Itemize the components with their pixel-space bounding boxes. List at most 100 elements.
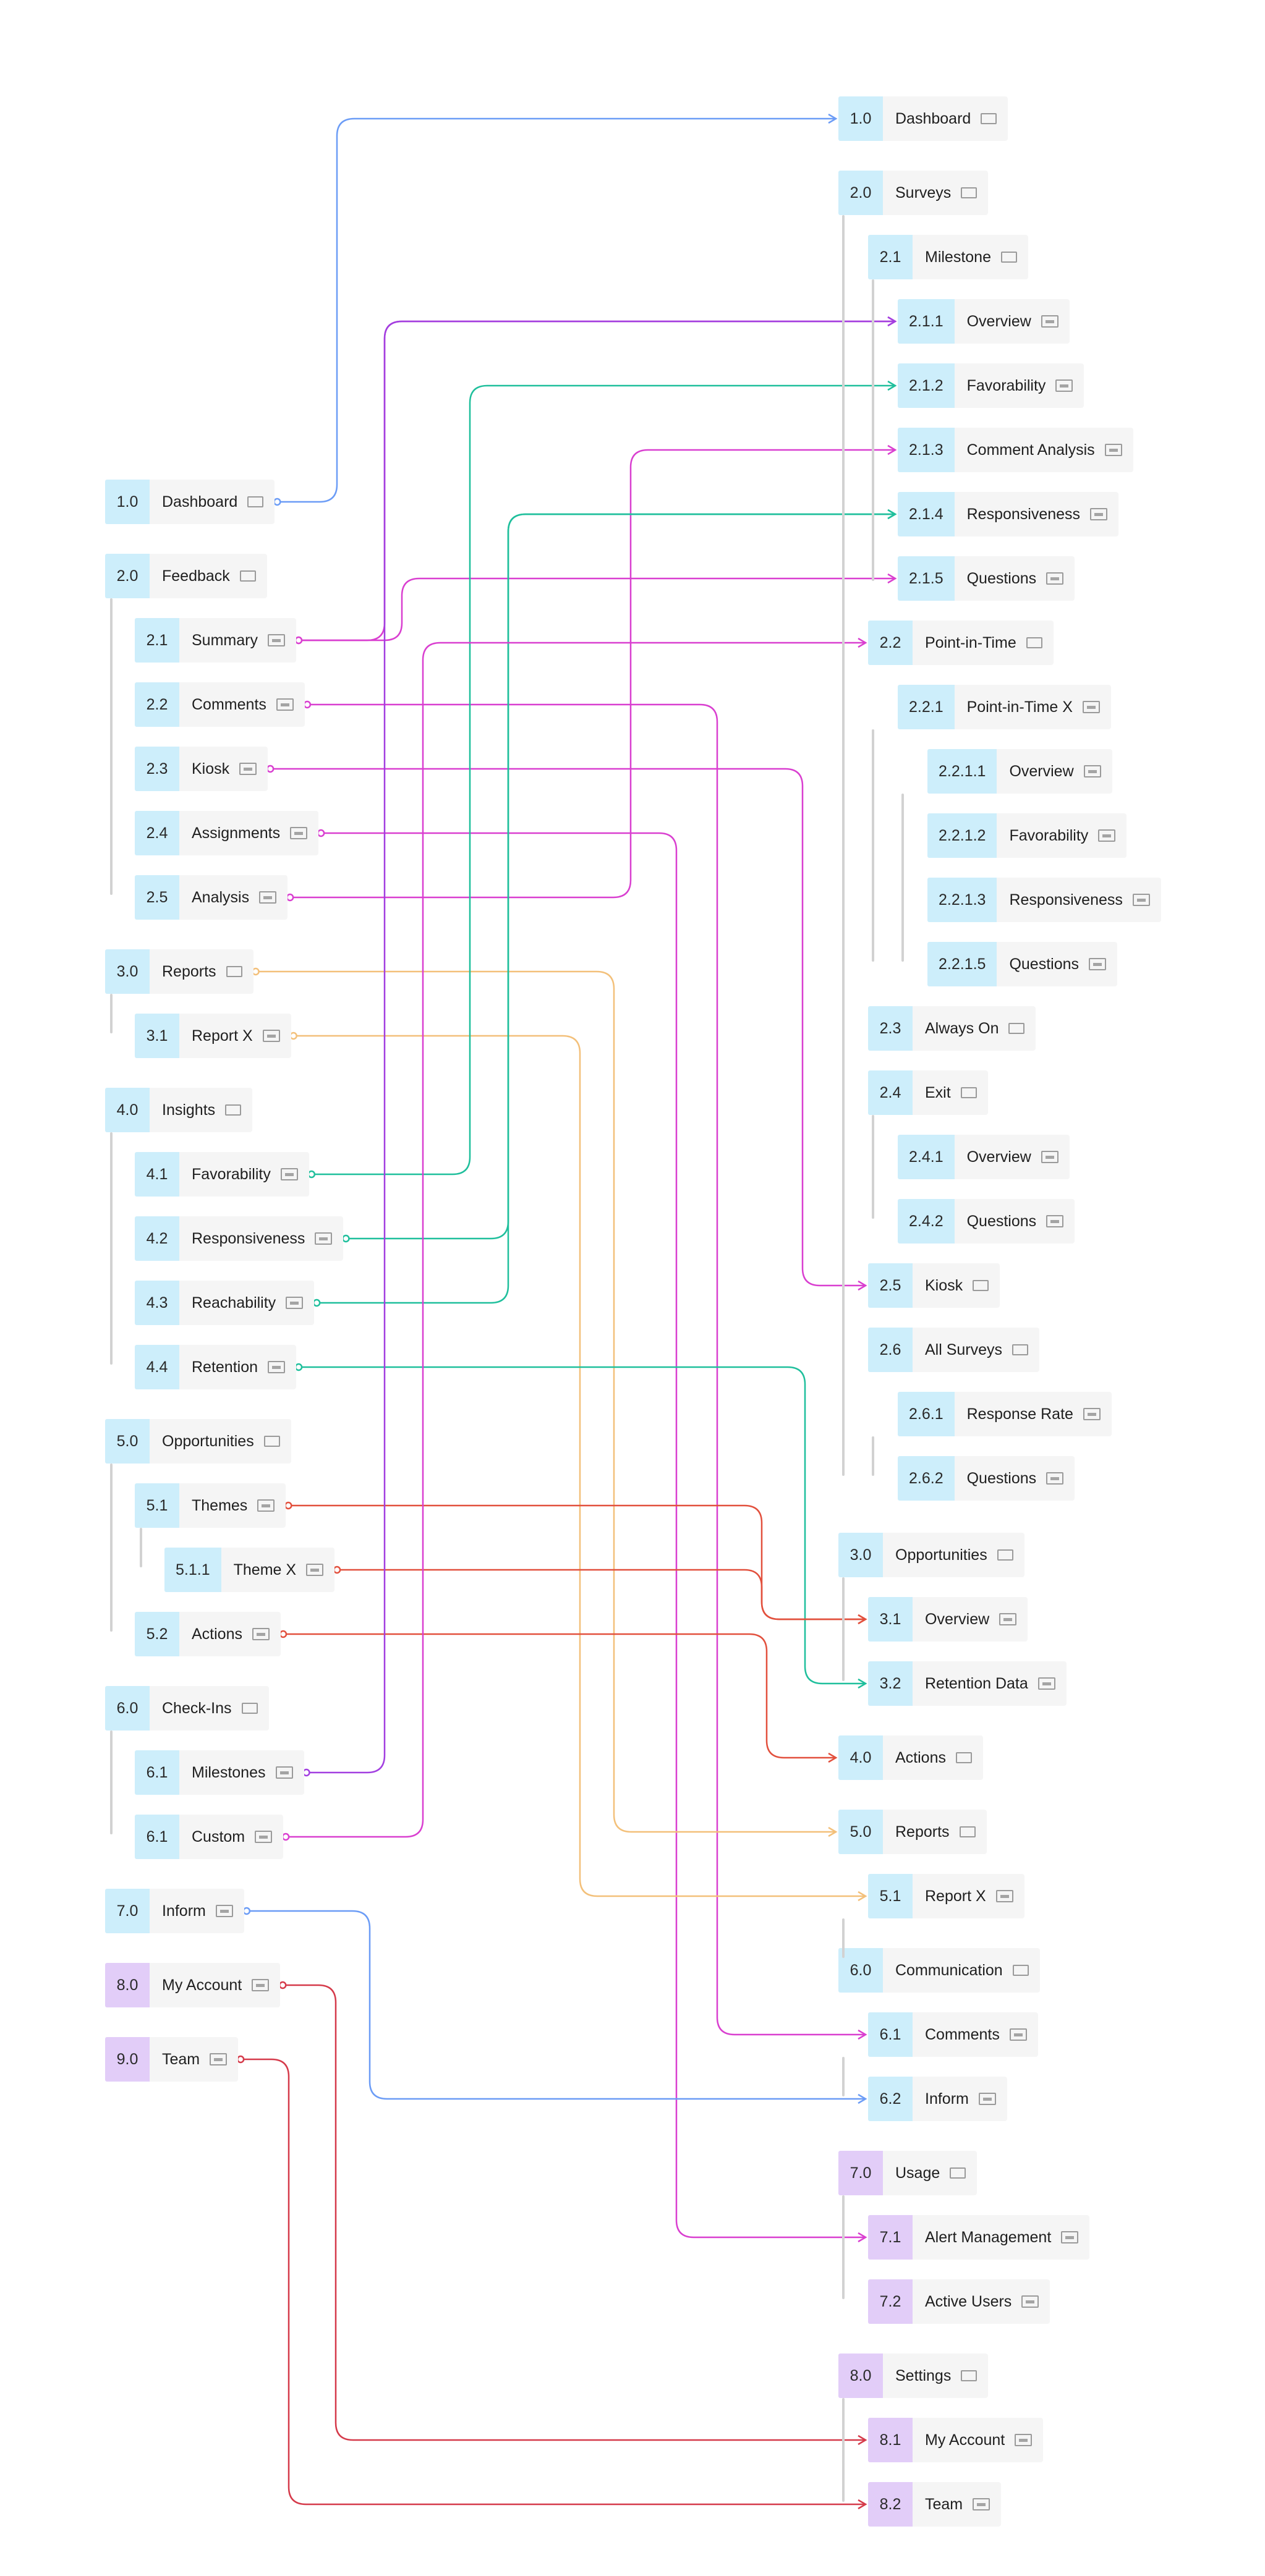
node-number: 8.0: [838, 2354, 883, 2398]
node-number: 5.1: [868, 1874, 913, 1918]
connector-L24-R37: [241, 2058, 866, 2506]
connector-L17-R24: [337, 1569, 866, 1621]
node-number: 5.0: [838, 1810, 883, 1854]
connector-arrowhead: [887, 573, 897, 584]
right-node-settings[interactable]: 8.0 Settings: [838, 2354, 989, 2398]
node-label: Always On: [925, 1019, 999, 1037]
folder-icon: [973, 1263, 1000, 1308]
node-number: 6.2: [868, 2077, 913, 2121]
connector-L8-R27: [255, 970, 836, 1833]
node-number: 6.1: [135, 1750, 179, 1795]
page-icon: [1083, 749, 1112, 794]
node-label: Inform: [925, 2090, 969, 2108]
page-icon: [1055, 363, 1084, 408]
page-icon: [315, 1216, 343, 1261]
folder-icon: [1008, 1006, 1036, 1051]
folder-icon: [263, 1419, 291, 1464]
folder-icon: [226, 949, 253, 994]
page-icon: [1046, 556, 1075, 601]
node-number: 5.1.1: [164, 1548, 221, 1592]
connector-L18-R26: [283, 1633, 836, 1759]
hierarchy-guide: [842, 2057, 845, 2096]
connector-L3-R8: [298, 577, 895, 642]
node-number: 2.0: [105, 554, 150, 598]
connector-origin-dot: [281, 1832, 290, 1841]
node-number: 2.4.2: [898, 1199, 955, 1244]
hierarchy-guide: [872, 279, 874, 581]
connector-L14-R25: [299, 1366, 866, 1685]
connector-arrowhead: [858, 637, 867, 648]
right-node-inform[interactable]: 6.2 Inform: [868, 2077, 1007, 2121]
connector-origin-dot: [303, 700, 312, 709]
hierarchy-guide: [842, 1918, 845, 1958]
node-label: Settings: [895, 2366, 952, 2384]
connector-origin-dot: [279, 1630, 288, 1638]
page-icon: [268, 1345, 296, 1389]
node-number: 2.5: [868, 1263, 913, 1308]
node-number: 2.1: [135, 618, 179, 663]
page-icon: [1046, 1456, 1075, 1501]
node-label: Communication: [895, 1961, 1003, 1979]
connector-origin-dot: [302, 1768, 310, 1777]
